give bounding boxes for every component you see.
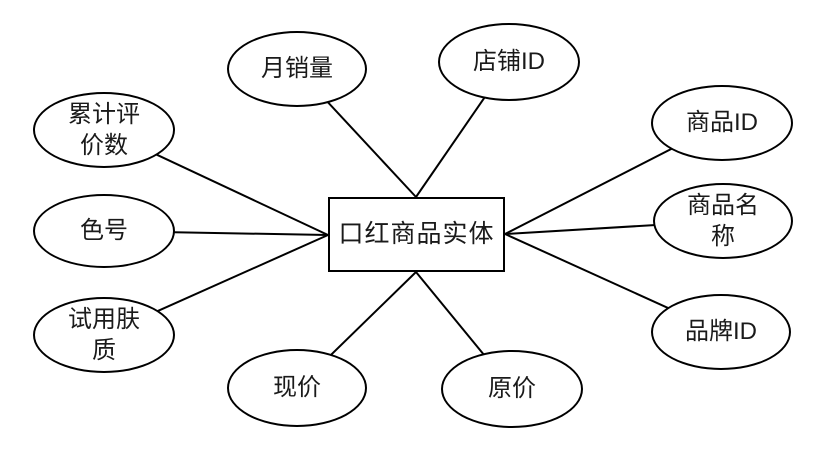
- entity-label: 口红商品实体: [338, 220, 495, 249]
- attribute-label: 月销量: [261, 55, 333, 83]
- attribute-ellipse-cumulative-review-count: 累计评 价数: [33, 92, 175, 168]
- attribute-label: 品牌ID: [685, 318, 757, 346]
- attribute-ellipse-color-number: 色号: [33, 194, 175, 268]
- attribute-ellipse-monthly-sales: 月销量: [227, 31, 367, 107]
- attribute-label: 原价: [488, 375, 536, 403]
- attribute-label: 店铺ID: [473, 48, 545, 76]
- attribute-label: 试用肤 质: [68, 305, 140, 364]
- attribute-label: 累计评 价数: [68, 100, 140, 159]
- attribute-ellipse-product-name: 商品名 称: [653, 183, 793, 259]
- attribute-ellipse-product-id: 商品ID: [651, 85, 793, 161]
- attribute-ellipse-current-price: 现价: [227, 349, 367, 427]
- attribute-label: 商品名 称: [687, 191, 759, 250]
- attribute-label: 色号: [80, 217, 128, 245]
- attribute-ellipse-shop-id: 店铺ID: [438, 23, 580, 101]
- entity-box: 口红商品实体: [328, 197, 505, 272]
- attribute-ellipse-original-price: 原价: [441, 350, 583, 428]
- attribute-ellipse-trial-skin-type: 试用肤 质: [33, 297, 175, 373]
- attribute-label: 现价: [273, 374, 321, 402]
- attribute-label: 商品ID: [686, 109, 758, 137]
- attribute-ellipse-brand-id: 品牌ID: [651, 294, 791, 370]
